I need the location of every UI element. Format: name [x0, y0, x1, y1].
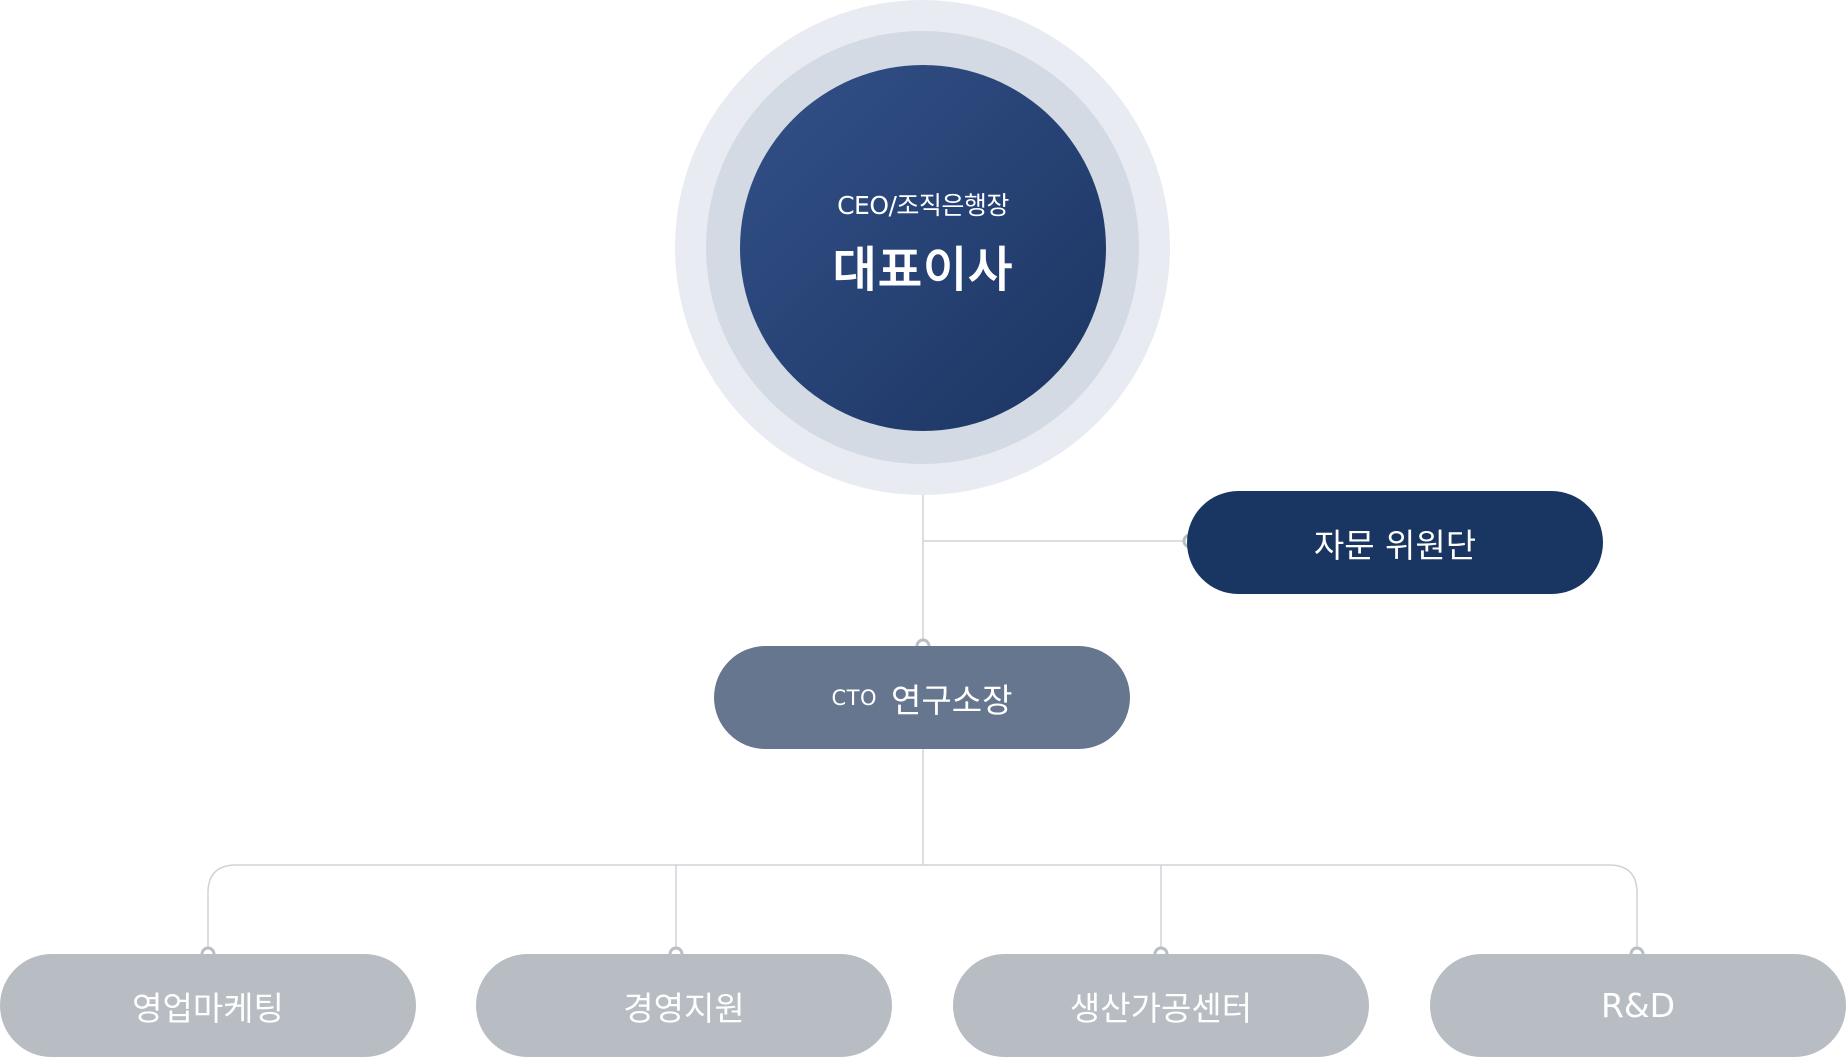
cto-title: 연구소장: [891, 680, 1013, 720]
ceo-title: 대표이사: [832, 242, 1014, 298]
department-bus-line: [207, 864, 1638, 954]
advisory-committee-node: 자문 위원단: [1187, 491, 1603, 594]
department-node-production-center: 생산가공센터: [953, 954, 1369, 1057]
department-label: R&D: [1600, 986, 1676, 1025]
advisory-label: 자문 위원단: [1313, 525, 1477, 565]
department-node-management-support: 경영지원: [476, 954, 892, 1057]
department-node-rnd: R&D: [1430, 954, 1846, 1057]
cto-node: CTO 연구소장: [714, 646, 1130, 749]
ceo-subtitle: CEO/조직은행장: [837, 191, 1009, 220]
department-node-sales-marketing: 영업마케팅: [0, 954, 416, 1057]
department-label: 생산가공센터: [1069, 988, 1253, 1028]
department-label: 영업마케팅: [132, 988, 284, 1028]
cto-tag: CTO: [831, 685, 878, 710]
ceo-node: CEO/조직은행장 대표이사: [740, 65, 1106, 431]
department-label: 경영지원: [623, 988, 745, 1028]
